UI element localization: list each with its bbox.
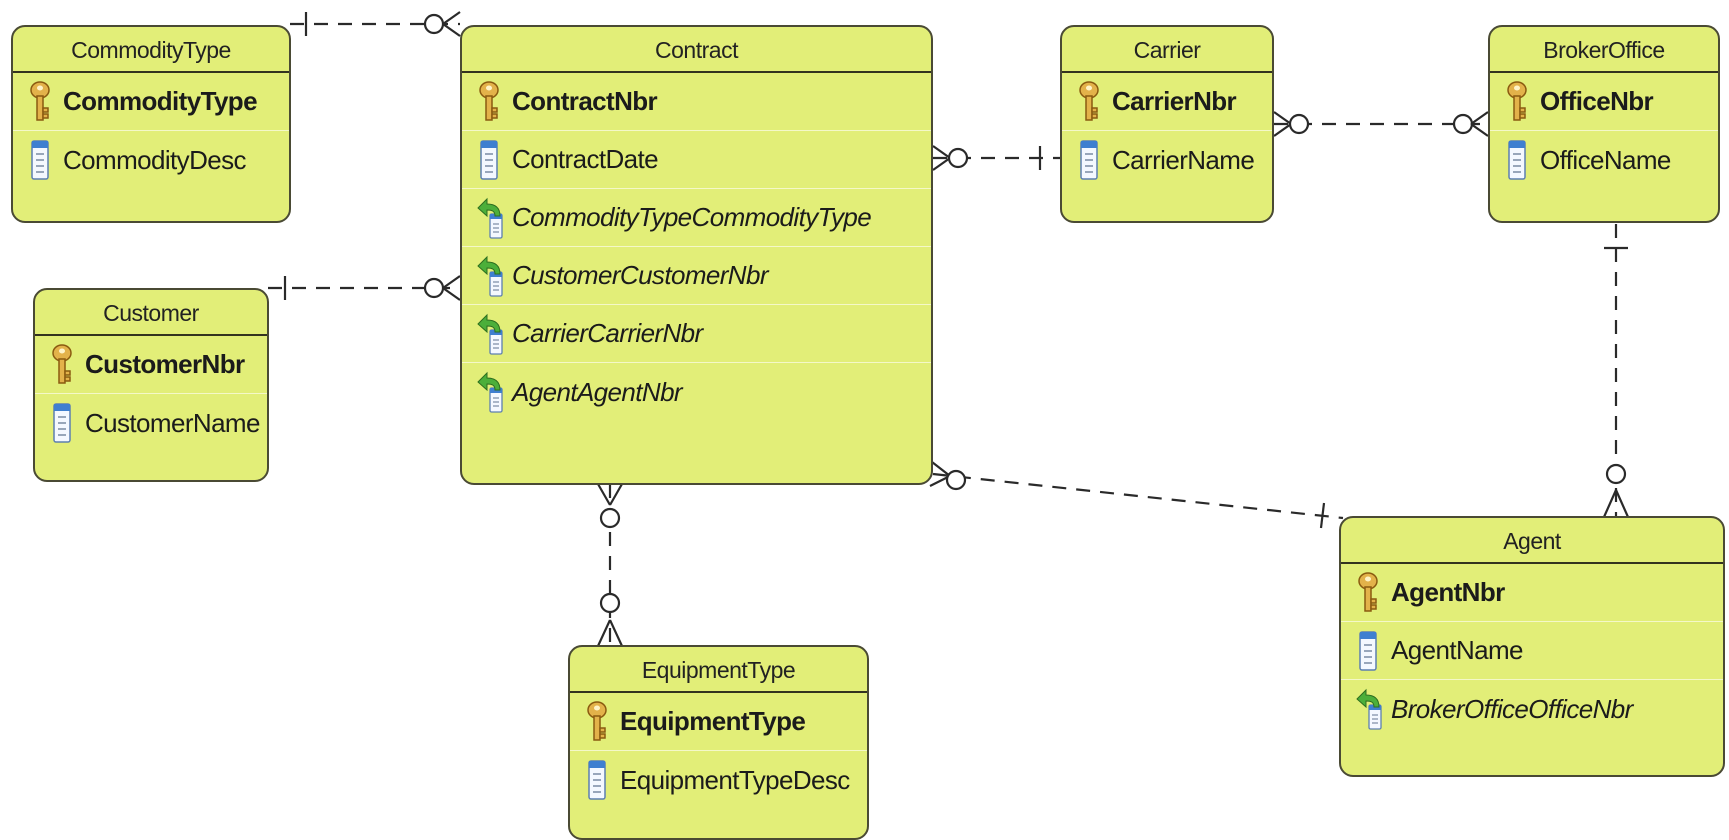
key-icon — [1076, 80, 1102, 124]
attribute-row[interactable]: OfficeName — [1490, 131, 1718, 189]
rel-agent-contract[interactable] — [932, 472, 1344, 520]
attribute-row[interactable]: ContractNbr — [462, 73, 931, 131]
many-marker-icon — [1602, 489, 1630, 518]
many-marker-icon — [1470, 111, 1489, 137]
foreign-key-icon — [476, 254, 503, 298]
many-marker-icon — [442, 275, 461, 301]
attribute-name: CustomerCustomerNbr — [512, 260, 768, 290]
attribute-row[interactable]: CommodityDesc — [13, 131, 289, 189]
zero-marker-icon — [1605, 463, 1627, 485]
key-icon — [1355, 571, 1381, 615]
attribute-name: CustomerName — [85, 407, 260, 438]
attribute-row[interactable]: CarrierNbr — [1062, 73, 1272, 131]
attribute-row[interactable]: ContractDate — [462, 131, 931, 189]
column-icon — [476, 138, 502, 182]
attribute-row[interactable]: AgentAgentNbr — [462, 363, 931, 421]
attribute-row[interactable]: OfficeNbr — [1490, 73, 1718, 131]
entity-title: CommodityType — [13, 27, 289, 73]
attribute-name: CarrierName — [1112, 144, 1255, 175]
attribute-name: ContractNbr — [512, 86, 658, 116]
zero-marker-icon — [1452, 113, 1474, 135]
key-icon — [49, 343, 75, 387]
attribute-row[interactable]: CarrierName — [1062, 131, 1272, 189]
attribute-name: CommodityDesc — [63, 144, 247, 175]
key-icon — [584, 700, 610, 744]
attribute-name: ContractDate — [512, 144, 659, 174]
attribute-name: EquipmentTypeDesc — [620, 764, 850, 795]
key-icon — [476, 80, 502, 124]
many-marker-icon — [1273, 111, 1292, 137]
attribute-row[interactable]: CustomerName — [35, 394, 267, 452]
many-marker-icon — [597, 619, 623, 647]
one-marker-icon — [1319, 502, 1326, 529]
entity-title: Agent — [1341, 518, 1723, 564]
attribute-name: AgentNbr — [1391, 577, 1505, 607]
attribute-name: BrokerOfficeOfficeNbr — [1391, 693, 1633, 724]
zero-marker-icon — [947, 147, 969, 169]
entity-title: Customer — [35, 290, 267, 336]
attribute-name: AgentName — [1391, 635, 1524, 665]
key-icon — [27, 80, 53, 124]
entity-title: Contract — [462, 27, 931, 73]
many-marker-icon — [442, 11, 461, 37]
attribute-row[interactable]: CommodityType — [13, 73, 289, 131]
entity-title: EquipmentType — [570, 647, 867, 693]
foreign-key-icon — [476, 370, 503, 414]
zero-marker-icon — [1288, 113, 1310, 135]
attribute-row[interactable]: CustomerNbr — [35, 336, 267, 394]
zero-marker-icon — [423, 277, 445, 299]
attribute-row[interactable]: AgentNbr — [1341, 564, 1723, 622]
zero-marker-icon — [599, 592, 621, 614]
foreign-key-icon — [476, 196, 503, 240]
attribute-row[interactable]: CustomerCustomerNbr — [462, 247, 931, 305]
column-icon — [49, 401, 75, 445]
zero-marker-icon — [423, 13, 445, 35]
attribute-name: OfficeName — [1540, 144, 1671, 175]
column-icon — [1504, 138, 1530, 182]
column-icon — [584, 758, 610, 802]
attribute-name: EquipmentType — [620, 706, 806, 736]
attribute-row[interactable]: BrokerOfficeOfficeNbr — [1341, 680, 1723, 738]
zero-marker-icon — [599, 507, 621, 529]
many-marker-icon — [597, 483, 623, 506]
entity-title: BrokerOffice — [1490, 27, 1718, 73]
attribute-name: CarrierNbr — [1112, 86, 1237, 116]
attribute-name: CarrierCarrierNbr — [512, 318, 703, 348]
attribute-row[interactable]: AgentName — [1341, 622, 1723, 680]
foreign-key-icon — [1355, 687, 1382, 731]
foreign-key-icon — [476, 312, 503, 356]
attribute-row[interactable]: EquipmentType — [570, 693, 867, 751]
column-icon — [27, 138, 53, 182]
attribute-name: OfficeNbr — [1540, 86, 1654, 116]
column-icon — [1076, 138, 1102, 182]
entity-title: Carrier — [1062, 27, 1272, 73]
many-marker-icon — [932, 145, 951, 171]
attribute-row[interactable]: EquipmentTypeDesc — [570, 751, 867, 809]
attribute-name: CommodityTypeCommodityType — [512, 202, 872, 232]
zero-marker-icon — [945, 469, 967, 491]
attribute-name: AgentAgentNbr — [512, 376, 683, 407]
attribute-row[interactable]: CarrierCarrierNbr — [462, 305, 931, 363]
attribute-row[interactable]: CommodityTypeCommodityType — [462, 189, 931, 247]
attribute-name: CommodityType — [63, 86, 258, 116]
column-icon — [1355, 629, 1381, 673]
key-icon — [1504, 80, 1530, 124]
attribute-name: CustomerNbr — [85, 349, 245, 379]
